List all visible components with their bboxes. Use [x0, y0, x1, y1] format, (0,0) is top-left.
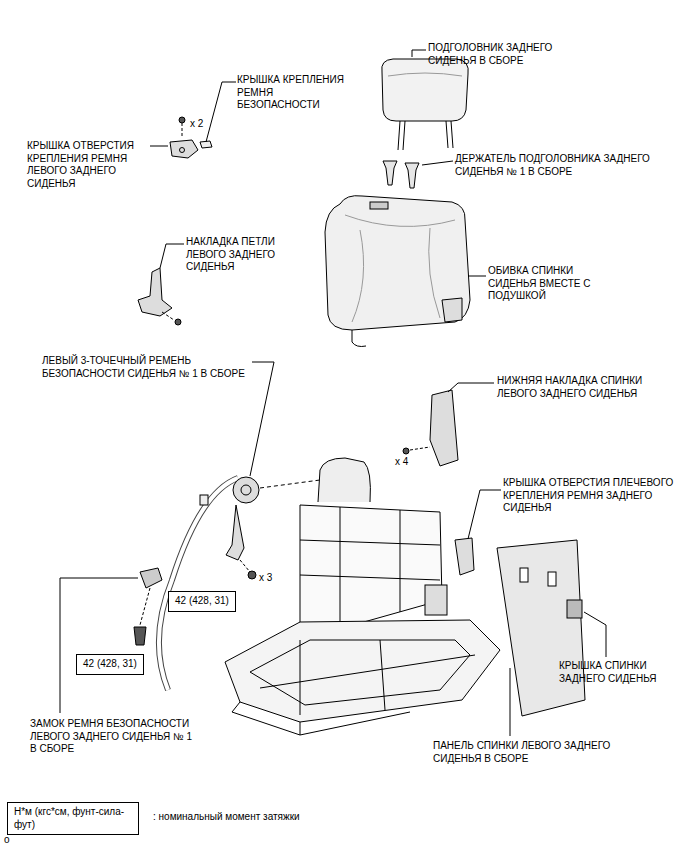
quantity-mark: x 2 [190, 118, 203, 131]
part-name: НИЖНЯЯ НАКЛАДКА СПИНКИ ЛЕВОГО ЗАДНЕГО СИ… [497, 375, 677, 400]
box-text: 42 (428, 31) [175, 595, 229, 608]
quantity-mark: x 3 [259, 572, 272, 585]
unit-box: Н*м (кгс*см, фунт-сила-фут) [7, 802, 139, 835]
torque-box: 42 (428, 31) [76, 654, 144, 675]
box-text: 42 (428, 31) [83, 658, 137, 671]
part-name: : номинальный момент затяжки [153, 811, 300, 824]
box-text: Н*м (кгс*см, фунт-сила-фут) [14, 806, 132, 831]
part-name: ОБИВКА СПИНКИ СИДЕНЬЯ ВМЕСТЕ С ПОДУШКОЙ [488, 265, 613, 303]
part-name: КРЫШКА КРЕПЛЕНИЯ РЕМНЯ БЕЗОПАСНОСТИ [237, 74, 349, 112]
part-name: КРЫШКА ОТВЕРСТИЯ ПЛЕЧЕВОГО КРЕПЛЕНИЯ РЕМ… [503, 477, 678, 515]
part-name: ДЕРЖАТЕЛЬ ПОДГОЛОВНИКА ЗАДНЕГО СИДЕНЬЯ №… [455, 153, 680, 178]
part-name: o [4, 834, 10, 847]
part-name: ЛЕВЫЙ 3-ТОЧЕЧНЫЙ РЕМЕНЬ БЕЗОПАСНОСТИ СИД… [42, 355, 252, 380]
part-name: НАКЛАДКА ПЕТЛИ ЛЕВОГО ЗАДНЕГО СИДЕНЬЯ [186, 236, 296, 274]
part-name: ЗАМОК РЕМНЯ БЕЗОПАСНОСТИ ЛЕВОГО ЗАДНЕГО … [30, 718, 200, 756]
part-name: КРЫШКА СПИНКИ ЗАДНЕГО СИДЕНЬЯ [559, 660, 677, 685]
torque-box: 42 (428, 31) [168, 591, 236, 612]
part-name: ПАНЕЛЬ СПИНКИ ЛЕВОГО ЗАДНЕГО СИДЕНЬЯ В С… [433, 740, 633, 765]
part-name: ПОДГОЛОВНИК ЗАДНЕГО СИДЕНЬЯ В СБОРЕ [428, 42, 578, 67]
part-name: КРЫШКА ОТВЕРСТИЯ КРЕПЛЕНИЯ РЕМНЯ ЛЕВОГО … [27, 140, 149, 190]
quantity-mark: x 4 [395, 456, 408, 469]
